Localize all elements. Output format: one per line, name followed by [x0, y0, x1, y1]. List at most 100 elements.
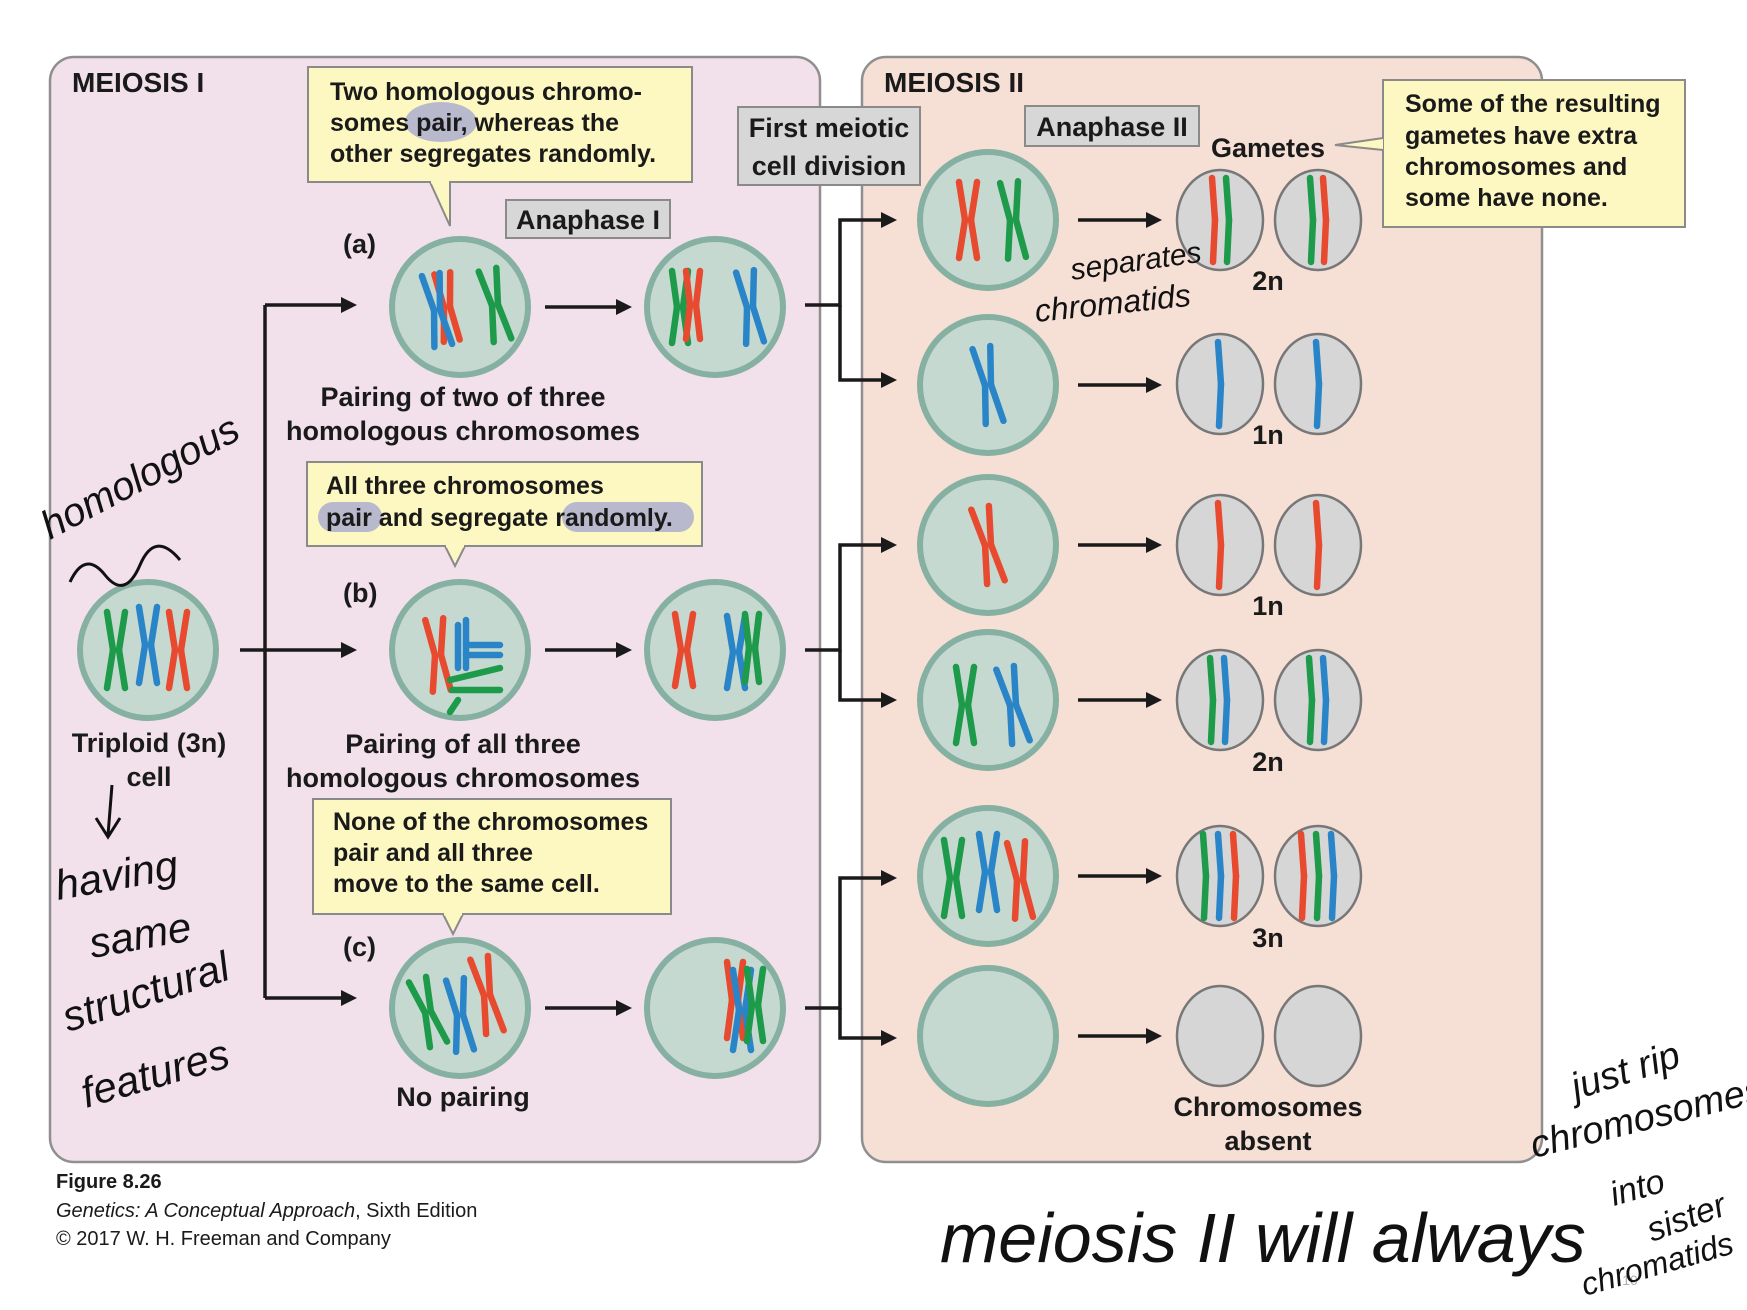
chromatid — [741, 644, 753, 686]
chromatid — [1305, 654, 1316, 704]
chromatid — [437, 615, 447, 658]
chromatid — [177, 608, 191, 654]
chromatid — [427, 1007, 451, 1045]
callout-c: None of the chromosomes pair and all thr… — [312, 798, 672, 937]
chromatid — [952, 701, 966, 747]
chromosome — [955, 178, 981, 262]
chromatid — [723, 648, 737, 692]
callout-gametes: Some of the resulting gametes have extra… — [1334, 79, 1686, 228]
ploidy-label: 1n — [1252, 591, 1284, 621]
page-number: 10 — [1622, 1272, 1638, 1288]
caption-b-line2: homologous chromosomes — [286, 763, 640, 793]
chromosome — [993, 662, 1033, 748]
chromosome — [732, 266, 768, 348]
chromatid — [418, 272, 438, 314]
chromatid — [1019, 838, 1029, 883]
chromatid — [493, 264, 502, 308]
figure-number: Figure 8.26 — [56, 1171, 162, 1193]
anaphase1-label: Anaphase I — [505, 199, 671, 239]
chromatid — [723, 612, 737, 656]
chromatid — [754, 1001, 767, 1045]
chromatid — [147, 641, 161, 687]
chromosome — [682, 267, 704, 343]
chromatid — [1319, 654, 1330, 704]
label-c: (c) — [343, 932, 376, 962]
chromosome — [996, 178, 1030, 262]
chromatid — [975, 868, 989, 914]
down-arrow-mark — [94, 784, 122, 840]
callout-b-line1: All three chromosomes — [326, 472, 604, 500]
chromatid — [467, 956, 488, 999]
anaphase2-label: Anaphase II — [1024, 105, 1200, 147]
pair-highlight — [405, 102, 477, 142]
chromatid — [115, 646, 129, 692]
chromosome — [405, 973, 451, 1051]
callout-b: All three chromosomes pair and segregate… — [306, 461, 703, 569]
note-meiosis2: meiosis II will always — [940, 1199, 1586, 1277]
chromatid — [1313, 541, 1323, 591]
chromatid — [751, 644, 763, 686]
chromatid — [1312, 830, 1323, 880]
squiggle-mark — [68, 544, 182, 587]
chromatid — [1222, 174, 1233, 224]
chromosome — [103, 608, 129, 692]
gametes — [1175, 168, 1363, 1088]
chromatid — [480, 992, 490, 1038]
gamete — [1273, 648, 1363, 752]
cell-a-anaphase1 — [389, 236, 531, 378]
chromatid — [668, 267, 681, 311]
chromatid — [987, 342, 995, 388]
gamete — [1273, 984, 1363, 1088]
meiosis1-title: MEIOSIS I — [72, 67, 204, 98]
callout-b-line2: pair and segregate randomly. — [326, 504, 673, 532]
chromatid — [987, 830, 1001, 876]
chromatid — [459, 974, 468, 1018]
chromatid — [1199, 830, 1210, 880]
chromosome — [952, 663, 978, 747]
chromatid — [985, 502, 995, 548]
chromatid — [1306, 174, 1317, 224]
chromatid — [1206, 654, 1217, 704]
chromatid — [955, 216, 969, 262]
meiosis2-title: MEIOSIS II — [884, 67, 1024, 98]
gamete — [1175, 648, 1265, 752]
chromatid — [1010, 662, 1020, 708]
chromatid — [671, 610, 685, 654]
cell-m2-6 — [917, 965, 1059, 1107]
chromatid — [981, 382, 989, 428]
anaphase2-text: Anaphase II — [1036, 112, 1188, 142]
anaphase1-text: Anaphase I — [516, 205, 660, 235]
chromatid — [422, 973, 435, 1015]
chromatid — [1312, 338, 1323, 388]
chromatid — [1320, 216, 1330, 266]
chromatid — [1223, 216, 1233, 266]
chromatid — [1006, 702, 1016, 748]
chromatid — [446, 696, 462, 716]
chromatid — [749, 266, 758, 310]
chromatid — [1306, 696, 1316, 746]
chromatid — [993, 666, 1014, 709]
caption-b-line1: Pairing of all three — [345, 729, 581, 759]
chromatid — [1200, 872, 1210, 922]
caption-c: No pairing — [396, 1082, 530, 1112]
book-title: Genetics: A Conceptual Approach — [56, 1200, 355, 1222]
chromatid — [452, 1012, 461, 1056]
chromatid — [1012, 701, 1033, 744]
chromatid — [135, 641, 149, 687]
chromatid — [1328, 872, 1338, 922]
cell-c-result — [644, 937, 786, 1079]
chromatid — [723, 996, 736, 1042]
triploid-line1: Triploid (3n) — [72, 728, 227, 758]
chromatid — [1011, 877, 1021, 922]
chromatid — [1298, 872, 1308, 922]
chromosome — [442, 974, 478, 1056]
chromatid — [1320, 696, 1330, 746]
chromatid — [723, 958, 736, 1004]
chromatid — [430, 307, 438, 351]
chromatid — [1208, 174, 1219, 224]
chromatid — [486, 991, 507, 1034]
label-b: (b) — [343, 578, 377, 608]
chromatid — [683, 646, 697, 690]
callout-a: Two homologous chromo- somes pair, where… — [307, 66, 693, 227]
cell-m2-1 — [917, 149, 1059, 291]
